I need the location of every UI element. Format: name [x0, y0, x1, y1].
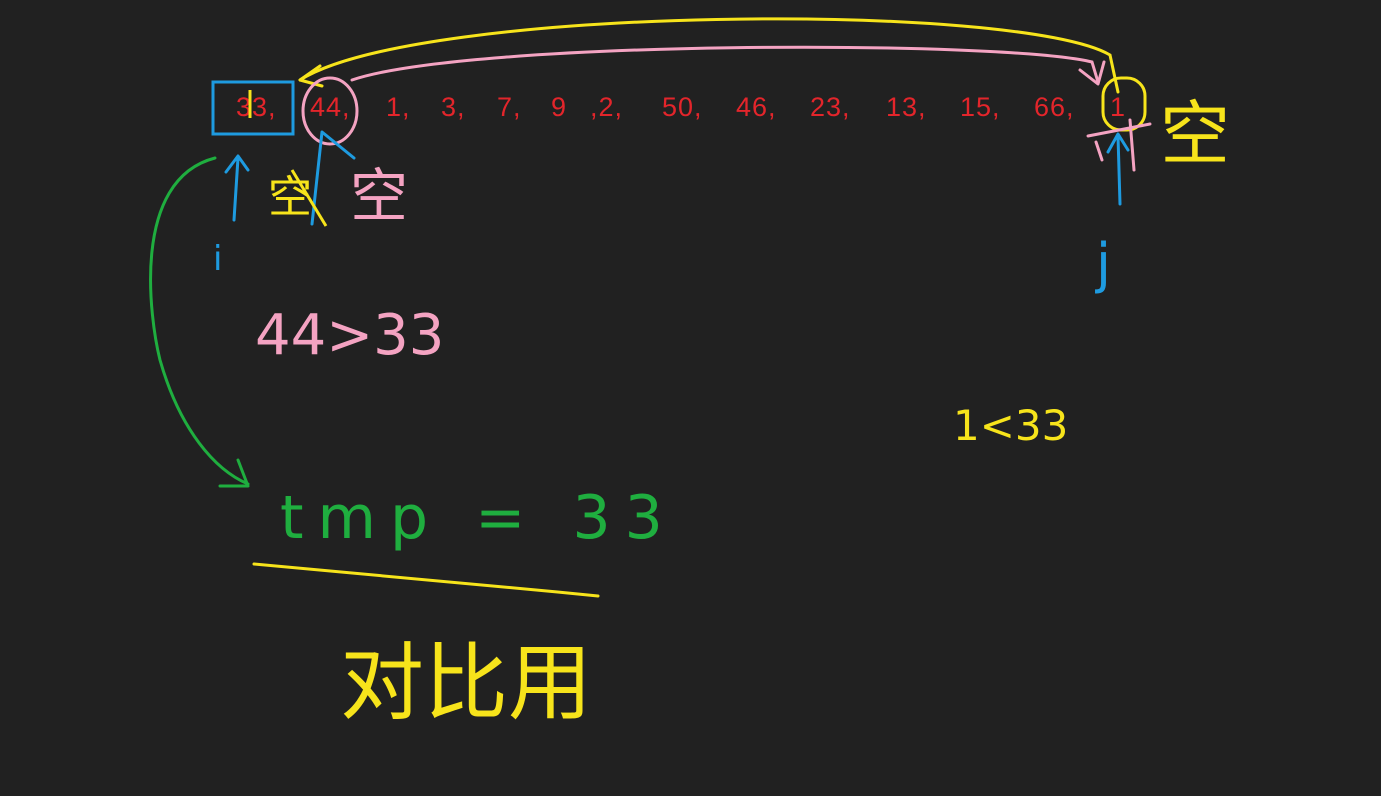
- green-arrow-head: [218, 458, 250, 488]
- seq-item: 66,: [1034, 92, 1075, 122]
- seq-item: 1,: [386, 92, 411, 122]
- purpose-note: 对比用: [340, 634, 592, 732]
- yellow-underline: [252, 562, 600, 598]
- number-sequence: 33, 44, 1, 3, 7, 9 ,2, 50, 46, 23, 13, 1…: [236, 92, 1126, 122]
- compare-left: 44>33: [255, 303, 444, 368]
- tmp-assignment: tmp = 33: [280, 483, 677, 553]
- empty-mark-right: 空: [1160, 93, 1230, 175]
- empty-mark-struck: 空: [268, 172, 312, 223]
- seq-item: 13,: [886, 92, 927, 122]
- swap-arc-yellow: [298, 17, 1120, 94]
- blue-arrow-j: [1106, 132, 1130, 206]
- pink-circle-44: [301, 76, 359, 146]
- pointer-j-label: j: [1095, 232, 1111, 295]
- pointer-i-label: i: [213, 239, 222, 279]
- seq-item: 33,: [236, 92, 277, 122]
- seq-item: 9: [551, 92, 567, 122]
- swap-arc-pink-head: [1078, 60, 1106, 86]
- seq-item: 44,: [310, 92, 351, 122]
- seq-item: 1: [1110, 92, 1126, 122]
- seq-item: 23,: [810, 92, 851, 122]
- blue-pointer-line: [310, 130, 356, 226]
- compare-right: 1<33: [953, 401, 1068, 450]
- empty-mark-left: 空: [350, 162, 408, 230]
- swap-arc-pink: [350, 45, 1100, 84]
- blue-arrow-i: [224, 154, 250, 222]
- strike-line: [290, 169, 328, 227]
- pink-cross-mark: [1086, 118, 1152, 172]
- seq-item: 15,: [960, 92, 1001, 122]
- highlight-box-blue: [211, 80, 295, 136]
- seq-item: 3,: [441, 92, 466, 122]
- seq-item: ,2,: [590, 92, 623, 122]
- seq-item: 7,: [497, 92, 522, 122]
- seq-item: 46,: [736, 92, 777, 122]
- green-arrow-to-tmp: [149, 156, 250, 486]
- seq-item: 50,: [662, 92, 703, 122]
